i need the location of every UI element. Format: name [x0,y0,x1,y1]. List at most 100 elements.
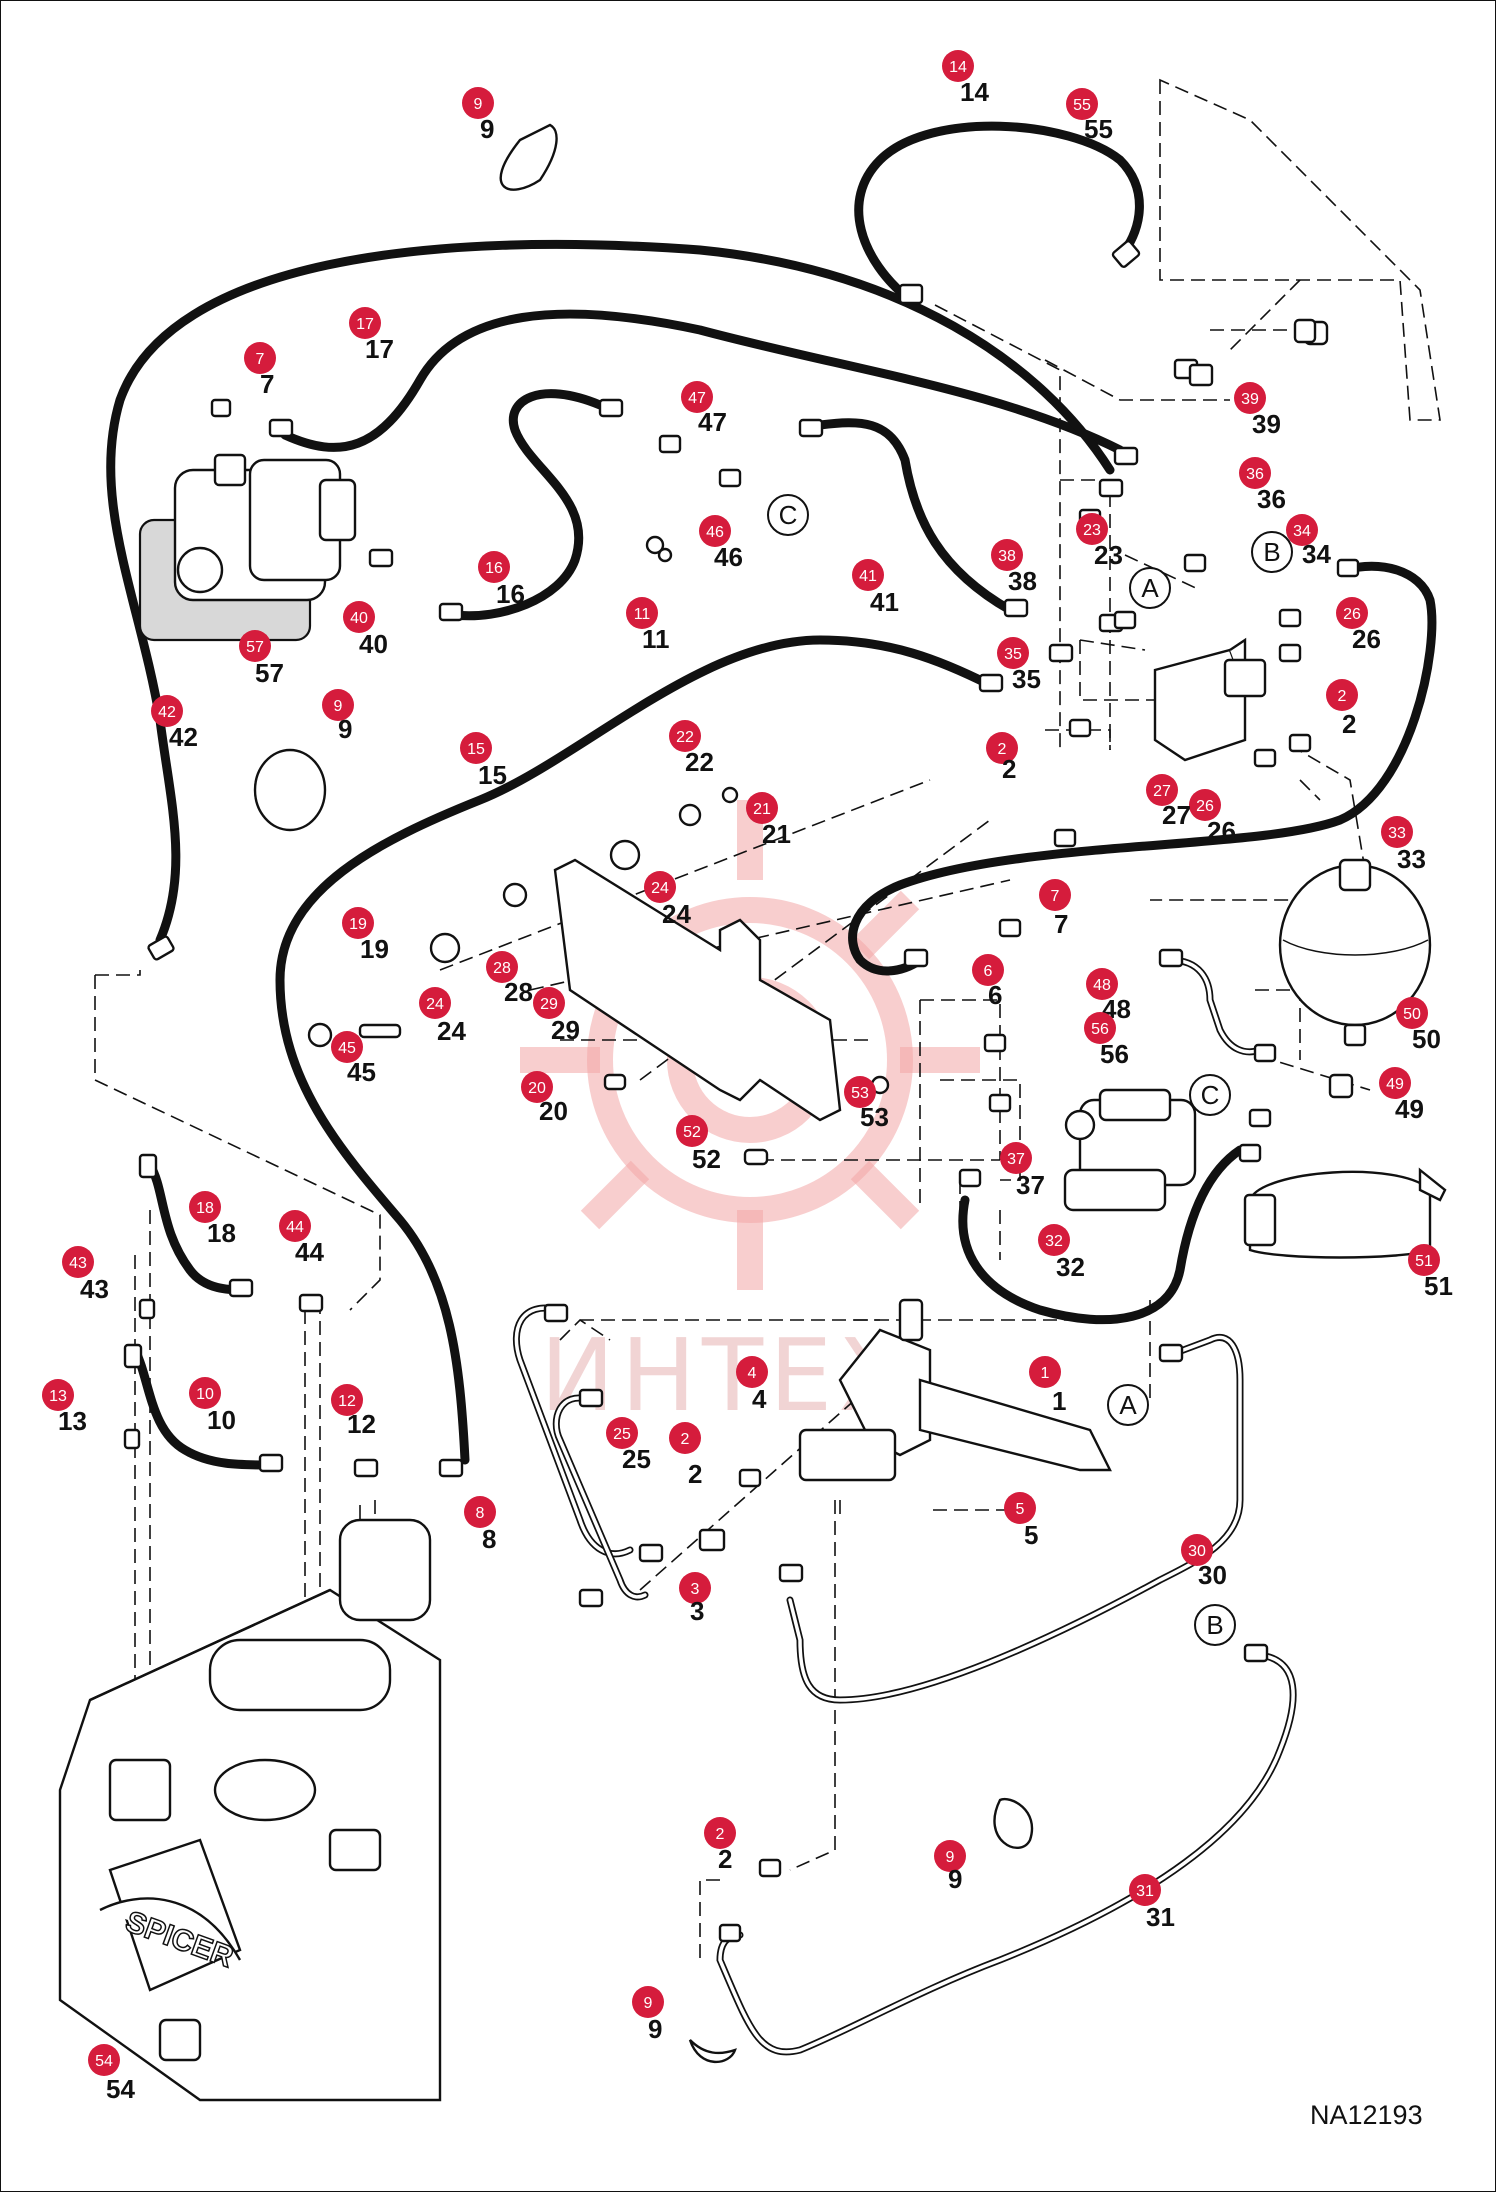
callout-label: 2 [1342,709,1356,739]
callout-label: 22 [685,747,714,777]
reference-circle [1129,567,1171,609]
callout-label: 45 [347,1057,376,1087]
callout-8: 88 [464,1496,496,1554]
callout-marker [1408,1244,1440,1276]
callout-marker-number: 6 [984,963,993,980]
callout-marker-number: 5 [1016,1501,1025,1518]
hose-15 [275,635,995,1465]
reference-circle [1251,531,1293,573]
callout-marker-number: 2 [998,741,1007,758]
callout-marker [1146,774,1178,806]
callout-marker-number: 2 [716,1826,725,1843]
callout-marker [349,307,381,339]
callout-marker-number: 51 [1415,1253,1433,1270]
callout-label: 35 [1012,664,1041,694]
callout-2: 22 [669,1422,702,1489]
callout-marker [852,559,884,591]
callout-7: 77 [1039,879,1071,939]
callout-6: 66 [972,954,1004,1010]
callout-label: 34 [1302,539,1331,569]
callout-label: 2 [688,1459,702,1489]
bracket-panel [1159,78,1441,421]
hose-41 [815,418,1015,615]
reference-letter: C [1201,1080,1220,1110]
callout-marker [934,1840,966,1872]
callout-label: 55 [1084,114,1113,144]
callout-marker-number: 7 [1051,888,1060,905]
callout-label: 26 [1207,816,1236,846]
reference-circle [1189,1074,1231,1116]
callout-marker [736,1356,768,1388]
mounting-plate [307,786,890,1166]
hose-14 [854,121,1144,305]
reference-circle [767,494,809,536]
callout-label: 14 [960,77,989,107]
callout-marker [151,695,183,727]
callout-marker [626,597,658,629]
callout-label: 53 [860,1102,889,1132]
callout-marker-number: 38 [998,548,1016,565]
callout-label: 2 [718,1844,732,1874]
callout-marker-number: 52 [683,1124,701,1141]
callout-marker-number: 39 [1241,391,1259,408]
callout-marker [189,1377,221,1409]
callout-marker-number: 15 [467,741,485,758]
callout-marker-number: 18 [196,1200,214,1217]
callout-label: 57 [255,658,284,688]
callout-label: 54 [106,2074,135,2104]
callout-marker [322,689,354,721]
callout-label: 43 [80,1274,109,1304]
callout-marker-number: 26 [1343,606,1361,623]
callout-marker-number: 7 [256,351,265,368]
callout-marker-number: 9 [644,1995,653,2012]
callout-label: 17 [365,334,394,364]
callout-marker-number: 40 [350,610,368,627]
callout-5: 55 [1004,1492,1038,1550]
callout-4: 44 [736,1356,768,1414]
callout-marker [746,792,778,824]
callout-marker-number: 23 [1083,522,1101,539]
callout-marker-number: 9 [334,698,343,715]
reference-circle [1194,1604,1236,1646]
callout-label: 10 [207,1405,236,1435]
reference-letter: B [1263,537,1280,567]
callout-marker-number: 49 [1386,1076,1404,1093]
callout-label: 3 [690,1596,704,1626]
callout-marker-number: 34 [1293,523,1311,540]
callout-marker [42,1379,74,1411]
callout-marker-number: 29 [540,996,558,1013]
callout-marker [419,987,451,1019]
callout-label: 42 [169,722,198,752]
callout-marker-number: 41 [859,568,877,585]
callout-marker [844,1076,876,1108]
reference-letter: A [1141,573,1159,603]
callout-marker-number: 57 [246,639,264,656]
callout-3: 33 [679,1572,711,1626]
callout-label: 4 [752,1384,767,1414]
hose-10 [130,1345,275,1470]
callout-marker [460,732,492,764]
callout-label: 13 [58,1406,87,1436]
callout-label: 9 [648,2014,662,2044]
callout-label: 49 [1395,1094,1424,1124]
callout-9: 99 [632,1986,664,2044]
callout-marker [1336,597,1368,629]
callout-marker-number: 37 [1007,1151,1025,1168]
callout-marker-number: 2 [1338,688,1347,705]
hose-42 [106,239,1115,945]
